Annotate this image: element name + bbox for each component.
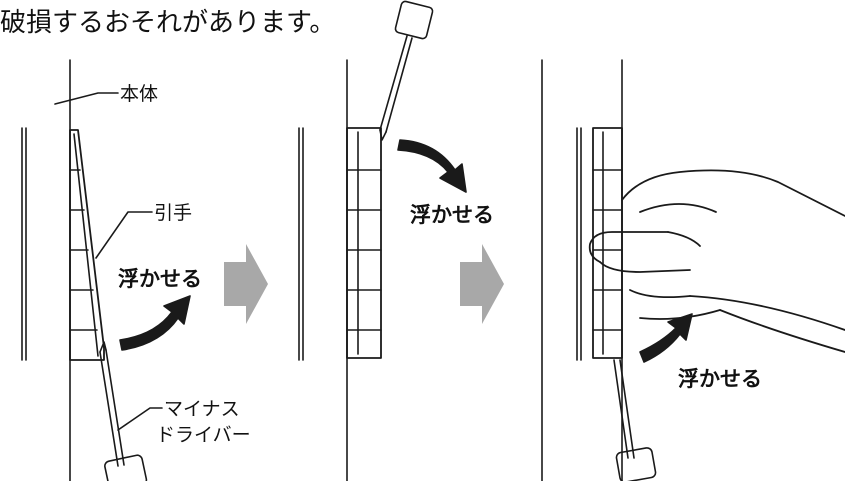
panel-3 [576,59,845,481]
label-screwdriver-line2: ドライバー [156,424,251,446]
screwdriver [613,359,657,481]
door-panel [592,127,623,359]
screwdriver [99,341,148,481]
curved-arrow-icon [119,295,191,351]
label-lift: 浮かせる [410,203,494,227]
label-lift: 浮かせる [118,267,202,291]
curved-arrow-icon [397,139,467,193]
leader-body [54,92,119,105]
leader-handle [95,211,153,259]
panel-1 [21,59,191,481]
curved-arrow-icon [639,313,693,363]
step-arrow-icon [224,244,268,324]
step-arrow-icon [460,244,504,324]
leader-screwdriver [117,407,163,431]
screwdriver [379,0,434,141]
label-screwdriver-line1: マイナス [164,398,240,420]
label-body: 本体 [120,83,158,105]
door-panel [69,129,105,361]
label-pull-handle: 引手 [154,202,192,224]
panel-2 [298,0,543,481]
label-lift: 浮かせる [678,367,762,391]
hand-illustration [588,169,845,353]
door-panel [346,127,382,359]
warning-heading: 破損するおそれがあります。 [0,8,336,38]
